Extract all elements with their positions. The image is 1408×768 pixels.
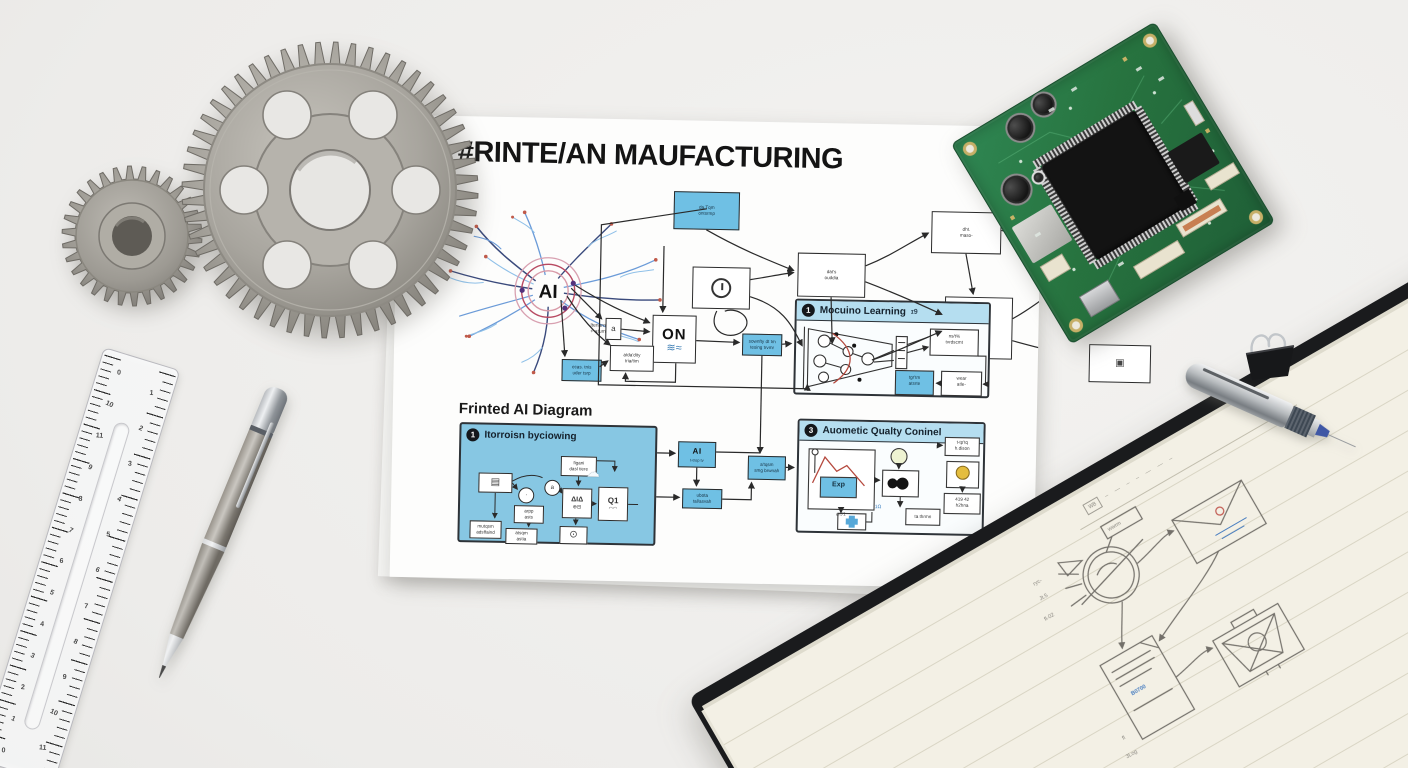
printer-icon: ▤	[490, 476, 501, 488]
notebook-sketch	[1056, 479, 1306, 741]
ruler-number: 3	[127, 460, 133, 469]
scribe-needle	[1327, 433, 1357, 448]
notebook: WB – — – – — — –	[688, 198, 1408, 768]
qc-caption: ar5'1	[835, 511, 846, 517]
ruler-number: 4	[39, 621, 45, 629]
gears	[61, 41, 479, 339]
printed-box-s2: atsqm astia	[505, 527, 538, 545]
printed-box-q: Q1 ◠◠	[597, 486, 629, 522]
ruler-number: 7	[67, 526, 75, 535]
ruler-number: 8	[78, 495, 83, 503]
ruler-number: 6	[59, 558, 64, 566]
flow-box-white-mid: atda'dity tria/tim	[609, 344, 655, 372]
cloud-icon: ☁	[586, 464, 600, 480]
ruler-number: 1	[9, 715, 17, 724]
ml-box-blue: tgr'tm atsrte	[908, 374, 921, 386]
qc-sketch	[807, 436, 981, 531]
ruler-number: 2	[20, 684, 26, 692]
qc-mark: 1Ω	[874, 504, 882, 511]
ruler-number: 10	[48, 707, 59, 718]
pcb-assembly	[950, 21, 1328, 372]
flow-box-a: a	[605, 317, 622, 341]
circuit-board	[950, 21, 1276, 345]
gear-small	[61, 165, 203, 307]
ruler-number: 2	[137, 424, 144, 433]
ruler-number: 0	[116, 369, 122, 377]
printed-box-bottom-left: mutqsm adsffaind	[469, 520, 502, 539]
ml-sketch	[802, 326, 989, 397]
notebook-page: WB – — – – — — –	[703, 213, 1408, 768]
ml-box-w2: wear atle-	[956, 375, 967, 387]
blue-squiggle-icon: ≋≈	[666, 342, 682, 355]
section-heading: Frinted AI Diagram	[458, 400, 593, 420]
ruler-number: 9	[62, 673, 67, 681]
ruler-number: 0	[1, 747, 6, 755]
printed-box-printer: ▤	[478, 472, 513, 494]
panel-machine-learning: 1 Mocuino Learning ɪ9	[793, 298, 992, 399]
qc-box-top: t-tp'tq h.dison	[954, 439, 970, 451]
ruler-number: 5	[105, 531, 111, 539]
wifi-arcs-icon: ◠◠	[608, 505, 618, 513]
ruler-number: 6	[94, 566, 101, 575]
flow-box-intake: da.Tqm ontsrmp	[673, 191, 741, 231]
ai-hub-label: AI	[538, 282, 557, 303]
ai-car-label: AI	[692, 446, 702, 456]
panel-quality-control: 3 Auometic Qualty Coninel	[795, 418, 986, 537]
ruler-number: 10	[104, 399, 115, 410]
qc-exp-label: Exp	[831, 481, 845, 489]
printed-box-circle: ⊙	[559, 526, 588, 545]
flow-box-blue-s1: sownfty dt tm tesing trvmr	[741, 333, 783, 357]
pen-tip	[157, 665, 166, 679]
printed-box-ai: ΔIΔ ⊕⊟	[561, 488, 593, 519]
paper-title: #RINTE/AN MAUFACTURING	[457, 136, 844, 176]
flow-box-data1: dat's ouddia	[797, 252, 866, 298]
target-circle-icon: ⊙	[569, 529, 578, 541]
ballpoint-pen	[146, 384, 291, 687]
ruler-number: 3	[29, 652, 36, 661]
ruler-number: 5	[48, 589, 55, 598]
ruler-number: 11	[95, 432, 104, 440]
ruler-number: 4	[115, 495, 123, 504]
ruler-number: 8	[72, 637, 79, 646]
ai-car-sub: t-trop tv	[690, 457, 704, 463]
flow-box-gauge	[691, 266, 751, 310]
printed-q-label: Q1	[607, 495, 619, 505]
printed-ai-label: ΔIΔ	[571, 496, 584, 504]
ruler-number: 7	[84, 602, 89, 610]
qc-box-r3: ta thrmn	[914, 513, 932, 520]
ruler-number: 11	[39, 744, 48, 752]
printed-sketch-lines	[491, 460, 639, 528]
panel-printed-ai: 1 Itorroisn byciowing figani dasl tie	[457, 422, 658, 546]
gauge-icon	[711, 277, 732, 299]
printed-box-s1: arpp asts	[513, 505, 545, 524]
gear-holes	[219, 90, 441, 290]
flow-box-ai-car: AI t-trop tv	[677, 441, 717, 469]
binder-clip	[1245, 333, 1295, 380]
flow-box-blue-s2b: ubota tal/asvah	[681, 488, 723, 510]
flow-box-blue-s2: a'tqsm smg brwnah	[747, 455, 787, 481]
ruler-number: 1	[149, 389, 154, 398]
flow-box-blue-left: ecas. tnis uder tsrp	[561, 359, 602, 382]
printed-ai-sub-icon: ⊕⊟	[572, 504, 582, 511]
ruler-number: 9	[86, 463, 94, 472]
gear-large	[181, 41, 479, 339]
qc-box-r2: 419 42 h2hna	[955, 496, 970, 508]
pen-lower-body	[165, 543, 224, 641]
flow-box-on: ON ≋≈	[651, 314, 697, 364]
